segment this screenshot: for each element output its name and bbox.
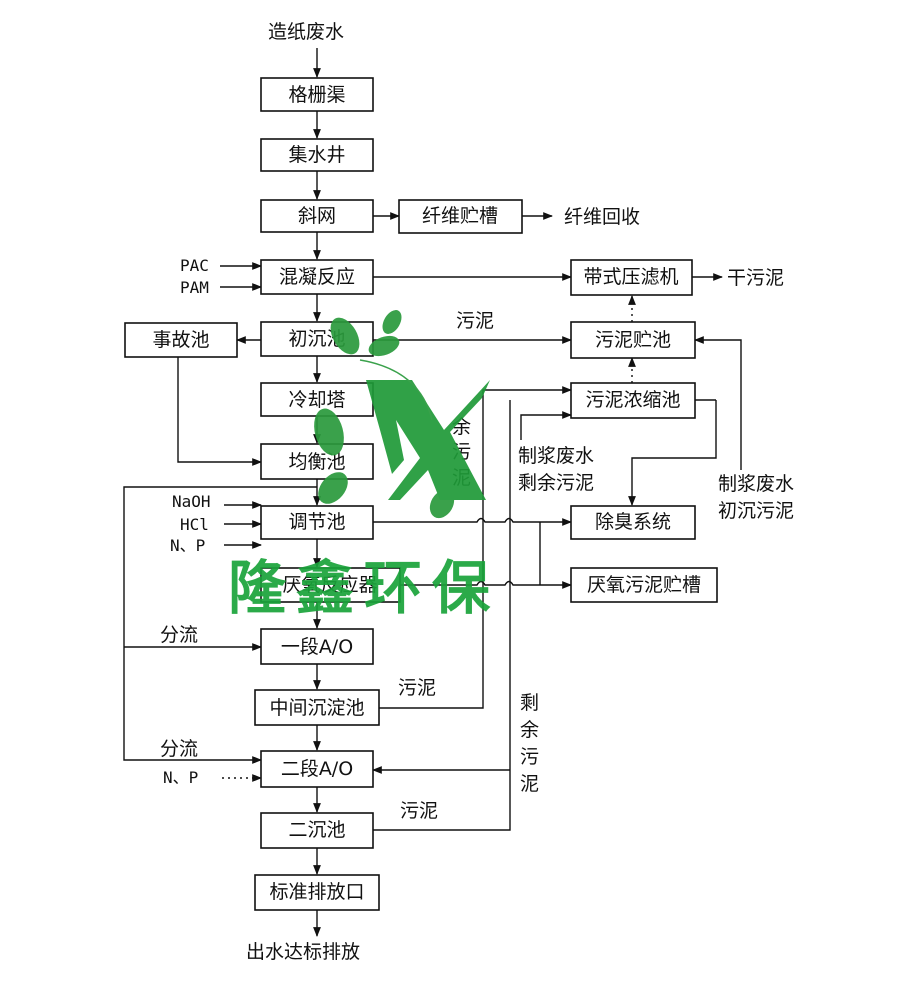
- node-label: 冷却塔: [288, 389, 345, 411]
- node-label: 厌氧反应器: [282, 574, 377, 596]
- pulp-excess-label-1: 制浆废水: [518, 445, 594, 467]
- node-accident-pool: 事故池: [124, 322, 238, 358]
- node-anaerobic-sludge-tank: 厌氧污泥贮槽: [570, 567, 718, 603]
- pulp-primary-label-2: 初沉污泥: [718, 500, 794, 522]
- pam-label: PAM: [180, 278, 209, 297]
- node-cooling-tower: 冷却塔: [260, 382, 374, 417]
- split-label-2: 分流: [160, 738, 198, 760]
- node-label: 纤维贮槽: [422, 205, 498, 227]
- sludge-label-2: 污泥: [398, 677, 436, 699]
- node-label: 中间沉淀池: [269, 697, 364, 719]
- node-sump: 集水井: [260, 138, 374, 172]
- node-grille: 格栅渠: [260, 77, 374, 112]
- np-label-1: N、P: [170, 536, 205, 555]
- node-label: 污泥浓缩池: [585, 389, 680, 411]
- side-connections: [123, 212, 742, 831]
- node-secondary-clarifier: 二沉池: [260, 812, 374, 849]
- excess-vertical-3: 污: [520, 746, 539, 768]
- node-label: 二沉池: [288, 819, 345, 841]
- node-anaerobic-reactor: 厌氧反应器: [260, 567, 401, 603]
- node-intermediate-settler: 中间沉淀池: [254, 689, 380, 726]
- node-label: 二段A/O: [281, 758, 353, 780]
- pulp-excess-label-2: 剩余污泥: [518, 472, 594, 494]
- np-label-2: N、P: [163, 768, 198, 787]
- node-label: 事故池: [152, 329, 209, 351]
- node-sludge-thickener: 污泥浓缩池: [570, 382, 696, 419]
- source-label: 造纸废水: [268, 21, 344, 43]
- x-mark-icon: [366, 380, 490, 500]
- watermark-text: 隆鑫环保: [228, 554, 500, 622]
- node-label: 污泥贮池: [595, 329, 671, 351]
- excess-vertical-4: 泥: [520, 773, 539, 795]
- node-label: 带式压滤机: [583, 266, 678, 288]
- node-screen: 斜网: [260, 199, 374, 233]
- node-fiber-tank: 纤维贮槽: [398, 199, 523, 234]
- node-coagulation: 混凝反应: [260, 259, 374, 295]
- leaf-icon: [314, 310, 455, 519]
- node-label: 混凝反应: [279, 266, 355, 288]
- node-deodorization: 除臭系统: [570, 505, 696, 540]
- hcl-label: HCl: [180, 515, 209, 534]
- pulp-primary-label-1: 制浆废水: [718, 473, 794, 495]
- node-belt-press: 带式压滤机: [570, 259, 693, 296]
- node-ao-stage-2: 二段A/O: [260, 750, 374, 788]
- node-label: 格栅渠: [288, 84, 345, 106]
- split-label-1: 分流: [160, 624, 198, 646]
- fiber-recovery-label: 纤维回收: [564, 206, 640, 228]
- naoh-label: NaOH: [172, 492, 211, 511]
- node-discharge-outlet: 标准排放口: [254, 874, 380, 911]
- pac-label: PAC: [180, 256, 209, 275]
- node-sludge-storage: 污泥贮池: [570, 321, 696, 359]
- discharge-label: 出水达标排放: [246, 941, 360, 963]
- dry-sludge-label: 干污泥: [727, 267, 784, 289]
- node-label: 调节池: [288, 511, 345, 533]
- excess-vertical-2: 余: [520, 719, 539, 741]
- node-label: 一段A/O: [281, 636, 353, 658]
- sludge-label-1: 污泥: [456, 310, 494, 332]
- node-ao-stage-1: 一段A/O: [260, 628, 374, 665]
- node-adjust-tank: 调节池: [260, 505, 374, 540]
- watermark-logo: 隆鑫环保: [228, 310, 500, 622]
- node-label: 斜网: [298, 205, 336, 227]
- sludge-label-3: 污泥: [400, 800, 438, 822]
- excess-vertical-1: 剩: [520, 692, 539, 714]
- node-balance-tank: 均衡池: [260, 443, 374, 480]
- node-label: 除臭系统: [595, 511, 671, 533]
- node-label: 厌氧污泥贮槽: [587, 574, 701, 596]
- node-label: 均衡池: [288, 451, 345, 473]
- node-label: 标准排放口: [269, 881, 364, 903]
- node-label: 集水井: [288, 144, 345, 166]
